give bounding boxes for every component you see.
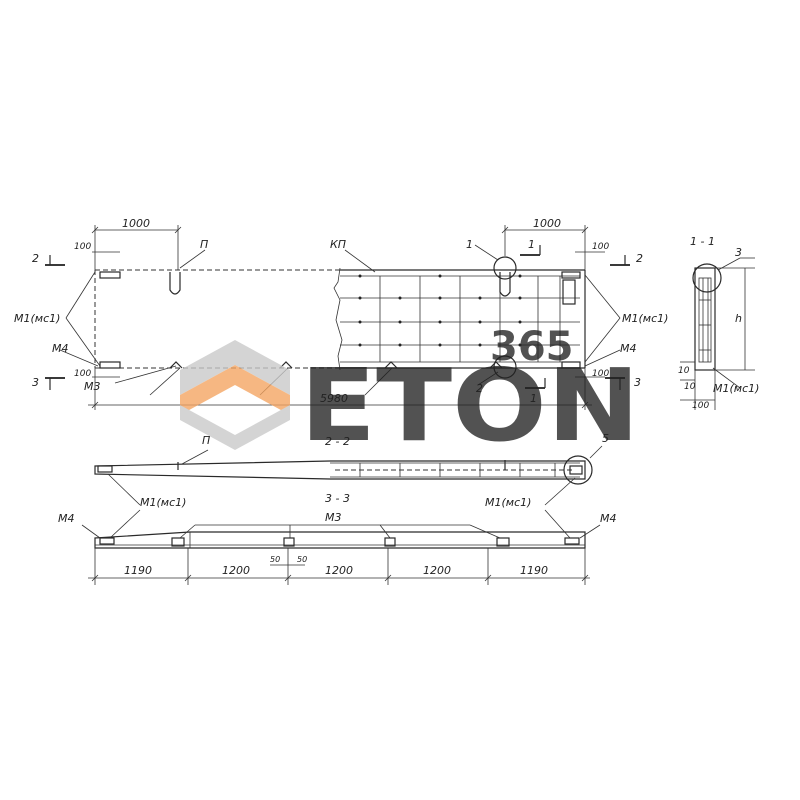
section-3-3 bbox=[81, 509, 601, 585]
section-3-3-m4-left: М4 bbox=[58, 512, 75, 525]
labels: 1000 1000 100 100 100 100 5980 П КП 1 1 … bbox=[14, 217, 759, 577]
section-2-2-m1-right: М1(мс1) bbox=[485, 496, 531, 509]
section-3-3-dim-1200-c: 1200 bbox=[423, 564, 451, 577]
plan-num-1-section-bottom: 1 bbox=[530, 392, 537, 405]
section-1-1-m1: М1(мс1) bbox=[713, 382, 759, 395]
plan-section-3-right: 3 bbox=[634, 376, 641, 389]
plan-mark-kp: КП bbox=[330, 238, 346, 251]
section-2-2-title: 2 - 2 bbox=[325, 435, 350, 448]
plan-leaders bbox=[59, 244, 621, 386]
plan-dim-1000-left: 1000 bbox=[122, 217, 150, 230]
section-2-2-num-5: 5 bbox=[602, 432, 609, 445]
plan-dim-100-top-left: 100 bbox=[74, 242, 91, 252]
section-3-3-dim-1190-right: 1190 bbox=[520, 564, 548, 577]
plan-mark-m1-left: М1(мс1) bbox=[14, 312, 60, 325]
section-markers bbox=[45, 245, 630, 390]
section-1-1-dim-10-lower: 10 bbox=[684, 382, 696, 392]
plan-dim-1000-right: 1000 bbox=[533, 217, 561, 230]
plan-num-1-section-top: 1 bbox=[528, 238, 535, 251]
watermark-logo-orange bbox=[180, 365, 290, 415]
plan-section-3-left: 3 bbox=[32, 376, 39, 389]
section-3-3-dim-1200-b: 1200 bbox=[325, 564, 353, 577]
section-3-3-m4-right: М4 bbox=[600, 512, 617, 525]
plan-section-2-left: 2 bbox=[32, 252, 39, 265]
plan-num-2-bottom: 2 bbox=[476, 382, 483, 395]
section-1-1-dim-100: 100 bbox=[692, 401, 709, 411]
plan-mark-m4-left: М4 bbox=[52, 342, 69, 355]
watermark-text: ETON bbox=[300, 347, 640, 464]
section-1-1-h: h bbox=[735, 312, 742, 325]
section-1-1-num-3: 3 bbox=[735, 246, 742, 259]
plan-dim-5980: 5980 bbox=[320, 392, 348, 405]
section-3-3-dim-1190-left: 1190 bbox=[124, 564, 152, 577]
watermark-logo-gray bbox=[180, 340, 290, 395]
plan-dimensions bbox=[88, 225, 605, 410]
section-3-3-m3: М3 bbox=[325, 511, 342, 524]
section-1-1-dim-10-upper: 10 bbox=[678, 366, 690, 376]
watermark: ETON 365 bbox=[180, 324, 640, 464]
plan-mark-m4-right: М4 bbox=[620, 342, 637, 355]
section-3-3-title: 3 - 3 bbox=[325, 492, 350, 505]
plan-mark-m3: М3 bbox=[84, 380, 101, 393]
section-3-3-dim-1200-a: 1200 bbox=[222, 564, 250, 577]
section-2-2-m1-left: М1(мс1) bbox=[140, 496, 186, 509]
plan-num-1-top: 1 bbox=[466, 238, 473, 251]
plan-dim-100-bottom-left: 100 bbox=[74, 369, 91, 379]
section-2-2-mark-p: П bbox=[202, 434, 210, 447]
section-2-2 bbox=[94, 445, 603, 506]
plan-mark-m1-right: М1(мс1) bbox=[622, 312, 668, 325]
plan-mark-p: П bbox=[200, 238, 208, 251]
rebar-nodes bbox=[358, 274, 522, 347]
watermark-number: 365 bbox=[490, 324, 574, 370]
plan-section-2-right: 2 bbox=[636, 252, 643, 265]
section-1-1-title: 1 - 1 bbox=[690, 235, 715, 248]
section-1-1 bbox=[680, 257, 755, 410]
section-3-3-dim-50-left: 50 bbox=[270, 555, 280, 564]
plan-dim-100-top-right: 100 bbox=[592, 242, 609, 252]
plan-dim-100-bottom-right: 100 bbox=[592, 369, 609, 379]
section-3-3-dim-50-right: 50 bbox=[297, 555, 307, 564]
plan-view bbox=[94, 256, 586, 396]
